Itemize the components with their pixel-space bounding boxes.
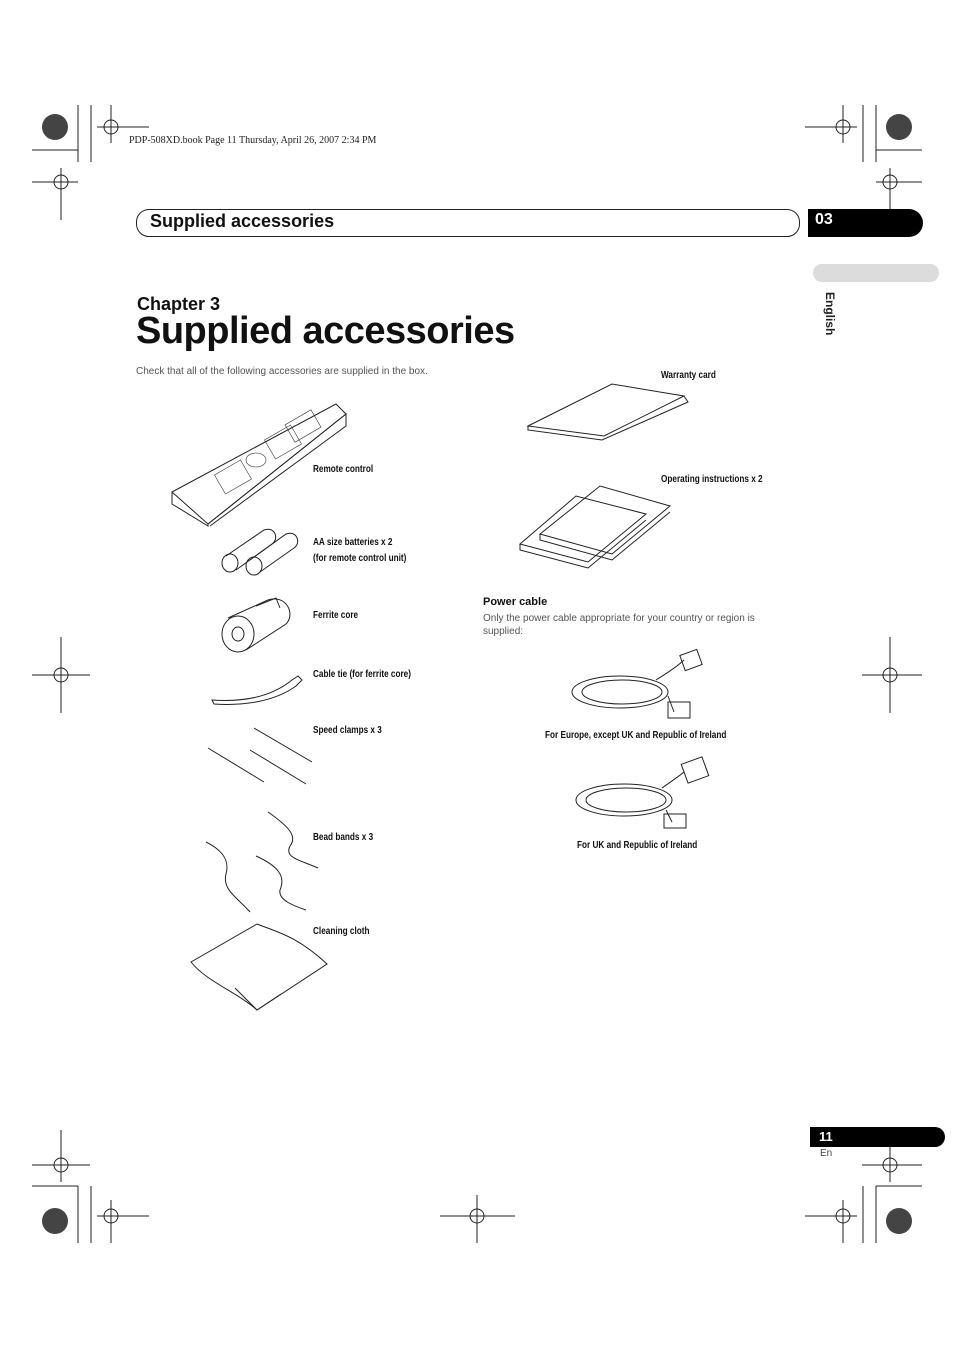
- bead-bands-label: Bead bands x 3: [313, 832, 374, 843]
- power-cable-description: Only the power cable appropriate for you…: [483, 613, 755, 637]
- page-number: 11: [819, 1129, 833, 1144]
- chapter-number-tab: [808, 209, 923, 237]
- cleaning-cloth-label: Cleaning cloth: [313, 926, 370, 937]
- page-title: Supplied accessories: [136, 310, 515, 352]
- uk-cable-label: For UK and Republic of Ireland: [577, 840, 698, 851]
- cleaning-cloth-illustration: [190, 923, 328, 1011]
- section-header-pill: [136, 209, 800, 237]
- language-tab: [813, 264, 939, 282]
- ferrite-core-illustration: [221, 597, 291, 653]
- chapter-number: 03: [815, 211, 833, 228]
- book-info: PDP-508XD.book Page 11 Thursday, April 2…: [129, 135, 377, 146]
- page-language-code: En: [820, 1148, 833, 1159]
- cable-tie-label: Cable tie (for ferrite core): [313, 669, 411, 680]
- operating-instructions-label: Operating instructions x 2: [661, 474, 763, 485]
- speed-clamps-illustration: [207, 727, 313, 785]
- batteries-note: (for remote control unit): [313, 553, 407, 564]
- ferrite-core-label: Ferrite core: [313, 610, 359, 621]
- cable-tie-illustration: [211, 675, 303, 705]
- language-label: English: [823, 292, 837, 336]
- bead-bands-illustration: [205, 811, 319, 913]
- chapter-label: Chapter 3: [137, 294, 221, 314]
- intro-text: Check that all of the following accessor…: [136, 366, 428, 377]
- uk-cable-illustration: [575, 756, 710, 829]
- warranty-card-label: Warranty card: [661, 370, 716, 381]
- europe-cable-illustration: [571, 648, 703, 719]
- page-number-tab: [810, 1127, 945, 1147]
- power-cable-heading: Power cable: [483, 596, 548, 608]
- batteries-label: AA size batteries x 2: [313, 537, 393, 548]
- operating-instructions-illustration: [518, 485, 672, 569]
- remote-control-label: Remote control: [313, 464, 374, 475]
- batteries-illustration: [221, 528, 299, 576]
- remote-control-illustration: [171, 403, 347, 527]
- europe-cable-label: For Europe, except UK and Republic of Ir…: [545, 730, 727, 741]
- speed-clamps-label: Speed clamps x 3: [313, 725, 382, 736]
- section-title: Supplied accessories: [150, 211, 335, 231]
- warranty-card-illustration: [526, 383, 689, 441]
